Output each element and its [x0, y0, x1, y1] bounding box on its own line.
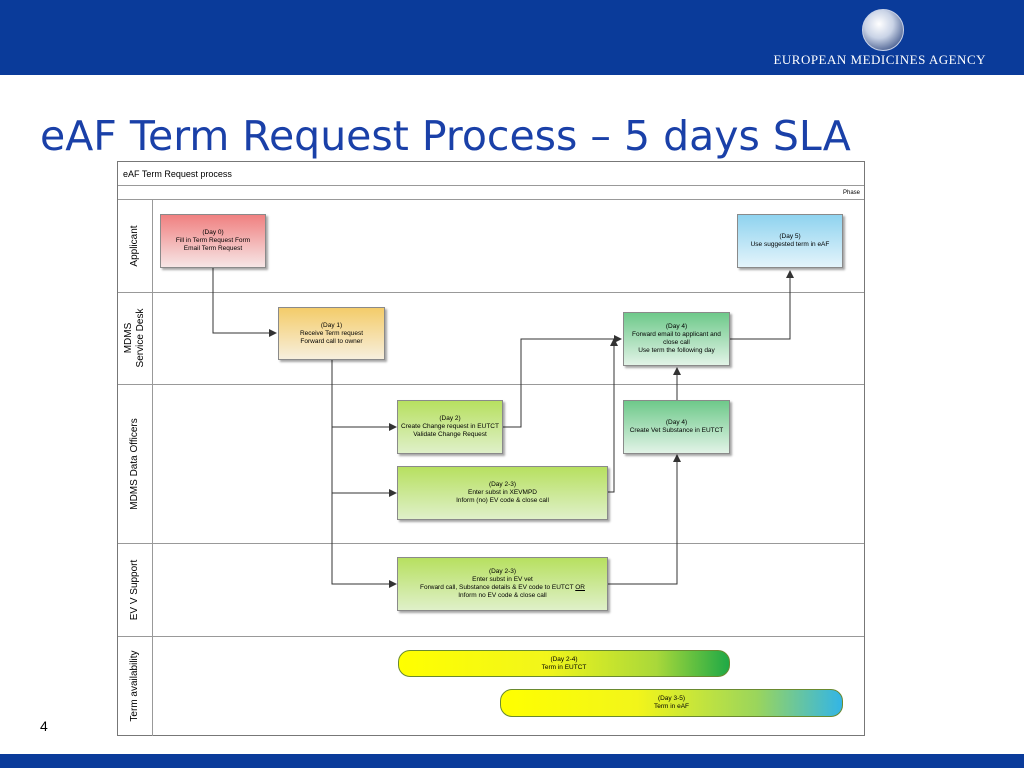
availability-day24-line: Term in EUTCT: [541, 663, 587, 671]
step-day23-evvet-line4: Inform no EV code & close call: [458, 592, 547, 599]
step-day5-line: (Day 5): [779, 233, 801, 240]
step-day4-vet-line: Create Vet Substance in EUTCT: [629, 427, 724, 434]
connector-day1-xevmpd: [331, 427, 397, 497]
availability-day35-line: Term in eAF: [653, 703, 690, 710]
connector-email-day5: [730, 270, 794, 340]
step-day4-email: (Day 4) Forward email to applicant and c…: [623, 312, 730, 366]
step-day0-line: Fill in Term Request Form: [175, 237, 251, 244]
step-day23-evvet-line: (Day 2-3): [488, 568, 517, 575]
step-day5: (Day 5) Use suggested term in eAF: [737, 214, 843, 268]
step-day23-evvet: (Day 2-3) Enter subst in EV vet Forward …: [397, 557, 608, 611]
lane-divider: [118, 384, 864, 385]
connector-xevmpd-day4: [608, 338, 618, 493]
step-day2-line: Validate Change Request: [413, 431, 487, 438]
step-day23-evvet-line3-text: Forward call, Substance details & EV cod…: [420, 584, 576, 591]
phase-label: Phase: [118, 187, 864, 200]
step-day4-email-line: Use term the following day: [638, 347, 715, 354]
step-day23-xevmpd: (Day 2-3) Enter subst in XEVMPD Inform (…: [397, 466, 608, 520]
step-day2-line: (Day 2): [439, 415, 461, 422]
connector-day2-day4: [503, 335, 622, 428]
pool-title: eAF Term Request process: [118, 162, 864, 186]
availability-day24-line: (Day 2-4): [550, 655, 578, 663]
slide-title: eAF Term Request Process – 5 days SLA: [40, 112, 851, 160]
step-day2-line: Create Change request in EUTCT: [401, 423, 499, 430]
step-day1-line: (Day 1): [320, 321, 343, 329]
step-day23-xevmpd-line: (Day 2-3): [488, 481, 517, 488]
lane-label-divider: [152, 200, 153, 736]
lane-divider: [118, 636, 864, 637]
connector-day0-day1: [212, 268, 277, 337]
step-day4-vet: (Day 4) Create Vet Substance in EUTCT: [623, 400, 730, 454]
step-day5-line: Use suggested term in eAF: [750, 241, 830, 248]
step-day23-evvet-line: Enter subst in EV vet: [472, 576, 533, 583]
availability-day24: (Day 2-4) Term in EUTCT: [398, 650, 730, 677]
step-day23-evvet-line3: Forward call, Substance details & EV cod…: [420, 584, 585, 592]
footer-bar: [0, 754, 1024, 768]
connector-day1-day2: [331, 360, 397, 431]
step-day4-email-line: (Day 4): [665, 323, 688, 330]
step-day23-xevmpd-line: Inform (no) EV code & close call: [456, 497, 549, 504]
step-day0-line: (Day 0): [202, 229, 224, 236]
step-day4-email-line: Forward email to applicant and: [632, 331, 721, 338]
step-day4-vet-line: (Day 4): [665, 419, 688, 426]
step-day0-line: Email Term Request: [183, 245, 243, 252]
step-day23-xevmpd-line: Enter subst in XEVMPD: [468, 489, 537, 496]
ema-logo-icon: [862, 9, 904, 51]
step-day1-line: Receive Term request: [299, 329, 364, 337]
header-bar: EUROPEAN MEDICINES AGENCY: [0, 0, 1024, 75]
step-day23-evvet-or: OR: [575, 584, 585, 591]
availability-day35: (Day 3-5) Term in eAF: [500, 689, 843, 717]
agency-name: EUROPEAN MEDICINES AGENCY: [773, 52, 986, 67]
step-day2: (Day 2) Create Change request in EUTCT V…: [397, 400, 503, 454]
page-number: 4: [40, 718, 48, 734]
lane-divider: [118, 543, 864, 544]
availability-day35-line: (Day 3-5): [657, 695, 686, 702]
connector-evvet-vet: [608, 454, 681, 585]
step-day0: (Day 0) Fill in Term Request Form Email …: [160, 214, 266, 268]
step-day4-email-line: close call: [663, 339, 690, 346]
lane-divider: [118, 292, 864, 293]
step-day1-line: Forward call to owner: [300, 337, 363, 345]
step-day1: (Day 1) Receive Term request Forward cal…: [278, 307, 385, 360]
connector-day1-evvet: [331, 493, 397, 588]
